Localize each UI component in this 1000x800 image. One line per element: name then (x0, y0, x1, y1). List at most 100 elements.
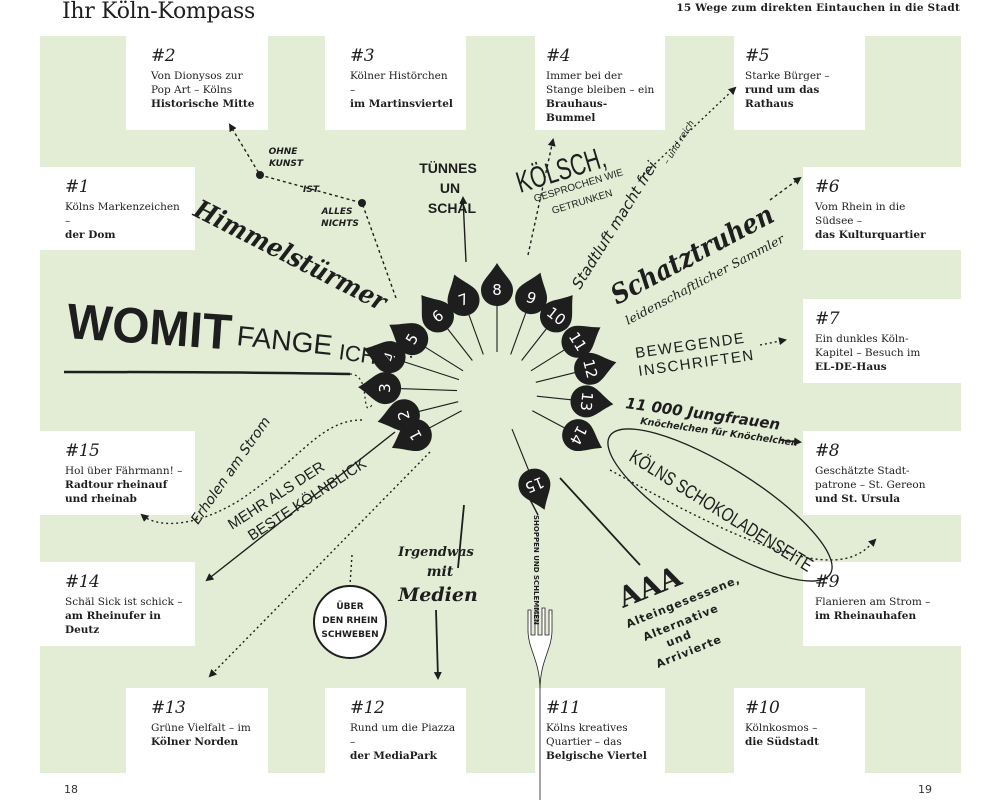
pin-4[interactable]: 4 (359, 334, 410, 378)
pin-1[interactable]: 1 (384, 414, 437, 462)
route-box-13[interactable]: #13 Grüne Vielfalt – im Kölner Norden (126, 688, 268, 773)
ueber-line: SCHWEBEN (321, 630, 378, 640)
route-number: #6 (815, 177, 840, 197)
route-box-6[interactable]: #6 Vom Rhein in die Südsee – das Kulturq… (803, 167, 961, 250)
route-box-11[interactable]: #11 Kölns kreatives Quartier – das Belgi… (535, 688, 665, 773)
line-to-13 (208, 451, 431, 678)
spoke-line (536, 395, 573, 401)
route-box-7[interactable]: #7 Ein dunkles Köln- Kapitel – Besuch im… (803, 299, 961, 383)
label-irgendwas: Irgendwas (397, 545, 474, 560)
spoke-line (423, 345, 464, 372)
ueber-badge (313, 585, 387, 659)
route-box-15[interactable]: #15 Hol über Fährmann! – Radtour rheinau… (40, 431, 195, 515)
spoke-line (446, 327, 473, 361)
kunst-path (228, 123, 397, 299)
label-kunst: KUNST (269, 159, 304, 169)
arrow-to-8 (779, 437, 802, 446)
pin-marker (561, 325, 601, 358)
spoke-line (521, 327, 548, 361)
route-box-12[interactable]: #12 Rund um die Piazza – der MediaPark (325, 688, 466, 773)
route-text: Kölnkosmos – (745, 722, 818, 734)
pin-5[interactable]: 5 (381, 311, 434, 361)
spoke-line (427, 410, 462, 430)
label-shoppen: SHOPPEN UND SCHLEMMEN (532, 515, 540, 625)
route-number: #2 (151, 46, 176, 66)
route-title: der Dom (65, 229, 116, 241)
headline-fange: FANGE (235, 320, 334, 361)
spoke-line (417, 401, 459, 413)
route-box-8[interactable]: #8 Geschätzte Stadt- patrone – St. Gereo… (803, 431, 961, 515)
pin-number: 3 (376, 383, 394, 393)
route-box-4[interactable]: #4 Immer bei der Stange bleiben – ein Br… (535, 36, 665, 130)
route-number: #13 (151, 698, 186, 718)
label-mit: mit (427, 564, 454, 580)
route-box-14[interactable]: #14 Schäl Sick ist schick – am Rheinufer… (40, 562, 195, 646)
route-text: Schäl Sick ist schick – (65, 596, 183, 608)
route-title: Radtour rheinauf (65, 479, 168, 491)
pin-marker (358, 372, 402, 405)
line-to-14 (205, 431, 396, 582)
route-text: Geschätzte Stadt- (815, 465, 910, 477)
spoke-line (532, 410, 567, 430)
pin-marker (570, 385, 614, 418)
route-box-3[interactable]: #3 Kölner Histörchen – im Martinsviertel (325, 36, 466, 130)
spoke-line (399, 388, 458, 392)
pin-9[interactable]: 9 (511, 267, 556, 318)
headline-womit: WOMIT (65, 293, 234, 360)
route-number: #12 (350, 698, 385, 718)
line-to-ueber (349, 554, 353, 586)
pin-marker (574, 352, 617, 385)
pin-2[interactable]: 2 (374, 396, 423, 437)
route-box-10[interactable]: #10 Kölnkosmos – die Südstadt (734, 688, 865, 773)
route-title: EL-DE-Haus (815, 361, 887, 373)
page-title: Ihr Köln-Kompass (62, 0, 256, 24)
label-schokoladenseite: KÖLNS SCHOKOLADENSEITE (625, 446, 816, 576)
route-title: im Martinsviertel (350, 98, 453, 110)
route-number: #4 (546, 46, 571, 66)
route-number: #5 (745, 46, 770, 66)
route-box-2[interactable]: #2 Von Dionysos zur Pop Art – Kölns Hist… (126, 36, 268, 130)
pin-15[interactable]: 15 (514, 464, 560, 516)
pin-number: 13 (577, 391, 597, 412)
fork-icon (527, 607, 553, 800)
line-to-15 (140, 419, 363, 525)
route-text: Vom Rhein in die (815, 201, 906, 213)
route-box-1[interactable]: #1 Kölns Markenzeichen – der Dom (40, 167, 195, 250)
label-nichts: NICHTS (321, 219, 359, 229)
pin-6[interactable]: 6 (409, 285, 461, 339)
route-number: #7 (815, 309, 840, 329)
pin-14[interactable]: 14 (557, 414, 610, 462)
route-title: und rheinab (65, 493, 137, 505)
route-title: rund um das (745, 84, 820, 96)
pin-marker (481, 263, 513, 306)
route-text: Hol über Fährmann! – (65, 465, 183, 477)
route-text: Kölns kreatives (546, 722, 628, 734)
pin-12[interactable]: 12 (571, 347, 620, 388)
route-text: Von Dionysos zur (151, 70, 243, 82)
pin-13[interactable]: 13 (569, 384, 615, 420)
route-number: #15 (65, 441, 100, 461)
label-tuennes: TÜNNES (419, 160, 477, 176)
pin-marker (363, 341, 406, 374)
pin-3[interactable]: 3 (358, 371, 402, 405)
spoke-line (510, 310, 527, 355)
ueber-line: DEN RHEIN (322, 616, 378, 626)
kunst-dot (256, 171, 264, 179)
route-title: und St. Ursula (815, 493, 901, 505)
line-to-shoppen (523, 487, 539, 516)
label-ohne: OHNE (269, 147, 299, 157)
spoke-line (535, 371, 577, 383)
route-box-5[interactable]: #5 Starke Bürger – rund um das Rathaus (734, 36, 865, 130)
route-text: Rund um die Piazza – (350, 722, 456, 748)
pin-7[interactable]: 7 (439, 269, 484, 320)
label-stadtluft-small: – und reich (662, 119, 697, 167)
route-text: Flanieren am Strom – (815, 596, 931, 608)
pin-number: 8 (492, 281, 502, 299)
pin-8[interactable]: 8 (481, 263, 513, 306)
route-title: Belgische Viertel (546, 750, 647, 762)
route-number: #14 (65, 572, 100, 592)
pin-11[interactable]: 11 (556, 314, 609, 364)
spoke-line (467, 312, 484, 355)
pin-10[interactable]: 10 (534, 285, 586, 339)
